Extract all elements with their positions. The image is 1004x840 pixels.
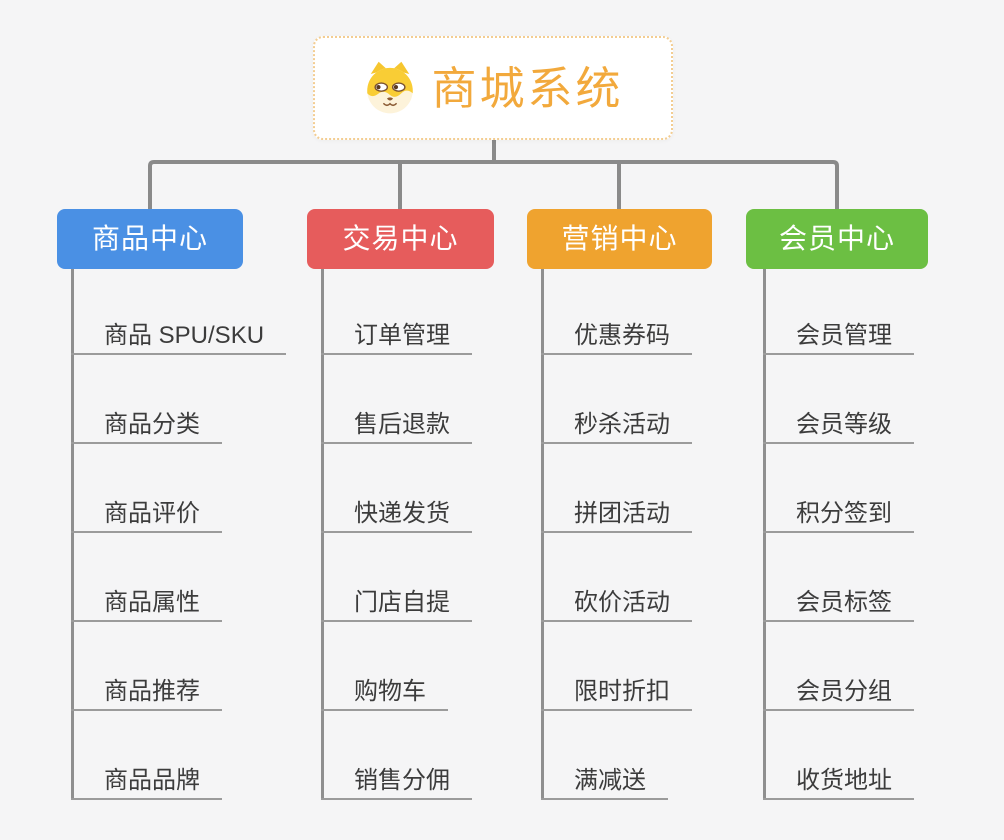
leaf-node[interactable]: 会员分组 — [763, 667, 914, 711]
leaf-node-label: 商品推荐 — [104, 678, 200, 705]
leaf-node-label: 售后退款 — [354, 411, 450, 438]
leaf-node-label: 会员分组 — [796, 678, 892, 705]
branch-spine-line — [541, 269, 544, 800]
leaf-node[interactable]: 订单管理 — [321, 311, 472, 355]
leaf-node[interactable]: 收货地址 — [763, 756, 914, 800]
leaf-node-label: 商品 SPU/SKU — [104, 322, 265, 349]
leaf-node[interactable]: 拼团活动 — [541, 489, 692, 533]
leaf-node-label: 商品属性 — [104, 589, 200, 616]
leaf-node[interactable]: 售后退款 — [321, 400, 472, 444]
leaf-node-label: 优惠券码 — [574, 322, 670, 349]
leaf-node[interactable]: 会员等级 — [763, 400, 914, 444]
leaf-node[interactable]: 商品推荐 — [71, 667, 222, 711]
leaf-node-label: 会员等级 — [796, 411, 892, 438]
leaf-node[interactable]: 商品品牌 — [71, 756, 222, 800]
branch-node-member-center[interactable]: 会员中心 — [746, 209, 928, 269]
branch-bus-line — [148, 160, 839, 212]
branch-node-label: 商品中心 — [91, 223, 208, 254]
branch-node-trade-center[interactable]: 交易中心 — [307, 209, 494, 269]
leaf-node[interactable]: 积分签到 — [763, 489, 914, 533]
leaf-node[interactable]: 商品分类 — [71, 400, 222, 444]
leaf-node[interactable]: 优惠券码 — [541, 311, 692, 355]
leaf-node-label: 满减送 — [574, 767, 646, 794]
branch-node-label: 营销中心 — [561, 223, 678, 254]
leaf-node[interactable]: 限时折扣 — [541, 667, 692, 711]
leaf-node-label: 砍价活动 — [574, 589, 670, 616]
leaf-node-label: 商品品牌 — [104, 767, 200, 794]
branch-spine-line — [71, 269, 74, 800]
leaf-node[interactable]: 快递发货 — [321, 489, 472, 533]
leaf-node[interactable]: 销售分佣 — [321, 756, 472, 800]
leaf-node-label: 商品分类 — [104, 411, 200, 438]
leaf-node[interactable]: 满减送 — [541, 756, 668, 800]
root-node[interactable]: 商城系统 — [313, 36, 673, 140]
leaf-node[interactable]: 砍价活动 — [541, 578, 692, 622]
leaf-node[interactable]: 购物车 — [321, 667, 448, 711]
leaf-node-label: 商品评价 — [104, 500, 200, 527]
leaf-node-label: 积分签到 — [796, 500, 892, 527]
leaf-node-label: 会员管理 — [796, 322, 892, 349]
leaf-node-label: 拼团活动 — [574, 500, 670, 527]
branch-node-product-center[interactable]: 商品中心 — [57, 209, 243, 269]
branch-node-label: 会员中心 — [778, 223, 895, 254]
leaf-node-label: 门店自提 — [354, 589, 450, 616]
leaf-node[interactable]: 会员标签 — [763, 578, 914, 622]
leaf-node[interactable]: 商品评价 — [71, 489, 222, 533]
dog-face-icon — [367, 61, 414, 114]
leaf-node-label: 会员标签 — [796, 589, 892, 616]
leaf-node-label: 销售分佣 — [354, 767, 450, 794]
leaf-node[interactable]: 商品 SPU/SKU — [71, 311, 287, 355]
leaf-node[interactable]: 商品属性 — [71, 578, 222, 622]
branch-node-marketing-center[interactable]: 营销中心 — [527, 209, 712, 269]
root-node-title: 商城系统 — [431, 62, 624, 114]
leaf-node[interactable]: 门店自提 — [321, 578, 472, 622]
leaf-node-label: 收货地址 — [796, 767, 892, 794]
leaf-node-label: 快递发货 — [354, 500, 450, 527]
leaf-node-label: 购物车 — [354, 678, 426, 705]
leaf-node[interactable]: 会员管理 — [763, 311, 914, 355]
leaf-node[interactable]: 秒杀活动 — [541, 400, 692, 444]
branch-node-label: 交易中心 — [342, 223, 459, 254]
branch-spine-line — [763, 269, 766, 800]
leaf-node-label: 限时折扣 — [574, 678, 670, 705]
leaf-node-label: 秒杀活动 — [574, 411, 670, 438]
leaf-node-label: 订单管理 — [354, 322, 450, 349]
branch-spine-line — [321, 269, 324, 800]
